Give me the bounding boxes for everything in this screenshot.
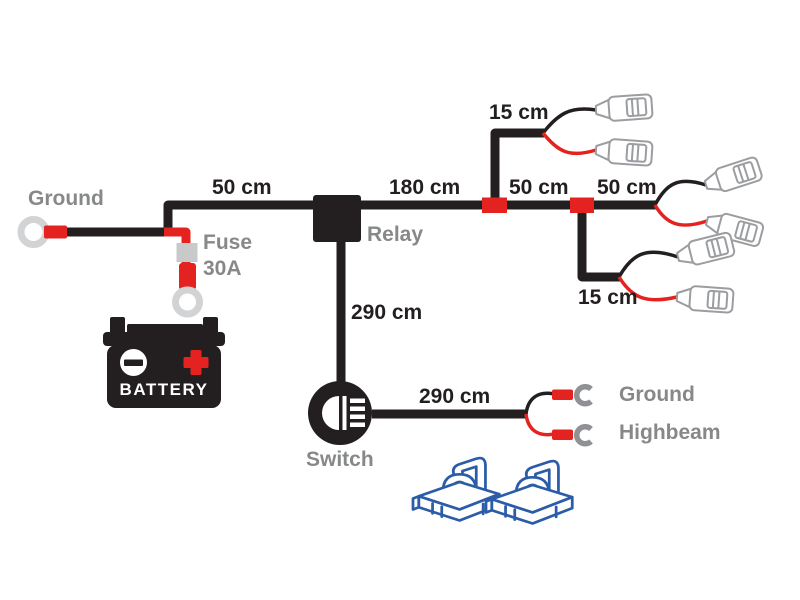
wire-length-label: 50 cm xyxy=(509,176,569,199)
ring-terminal-icon xyxy=(17,216,50,248)
fuse-rating-label: 30A xyxy=(203,257,242,280)
fork-terminal-icon xyxy=(552,424,593,447)
wire-length-label: 180 cm xyxy=(389,176,461,199)
quick-splice-connector-icon xyxy=(484,459,574,525)
fuse-icon xyxy=(176,243,198,262)
spade-connector-icon xyxy=(701,155,764,198)
fuse-label: Fuse xyxy=(203,231,253,254)
fork-terminal-icon xyxy=(552,384,593,407)
lead-wire-black xyxy=(524,391,555,415)
branch-wire-top xyxy=(490,128,544,209)
wire-length-label: 15 cm xyxy=(578,286,638,309)
wire-junction xyxy=(482,197,507,213)
spade-connector-icon xyxy=(594,137,654,167)
spade-connector-icon xyxy=(675,284,735,314)
crimp-sleeve xyxy=(44,225,67,239)
wire-length-label: 290 cm xyxy=(351,301,423,324)
ring-terminal-icon xyxy=(172,286,203,318)
lead-wire-red xyxy=(653,204,708,227)
branch-wire-bottom xyxy=(577,209,620,282)
lead-wire-black xyxy=(541,107,597,135)
headlight-icon xyxy=(322,396,365,430)
lead-wire-black xyxy=(653,179,707,206)
relay-label: Relay xyxy=(367,223,424,246)
lead-wire-red xyxy=(617,276,678,302)
wire-length-label: 290 cm xyxy=(419,385,491,408)
lead-wire-red xyxy=(524,413,555,437)
crimp-sleeve xyxy=(179,263,196,290)
wire-length-label: 15 cm xyxy=(489,101,549,124)
lead-wire-red xyxy=(541,131,597,156)
battery-icon xyxy=(103,317,225,408)
wire-length-label: 50 cm xyxy=(212,176,272,199)
highbeam-label: Highbeam xyxy=(619,421,721,444)
ground-right-label: Ground xyxy=(619,383,695,406)
relay-box xyxy=(313,195,361,242)
switch-label: Switch xyxy=(306,448,374,471)
battery-label: BATTERY xyxy=(119,380,209,399)
spade-connector-icon xyxy=(674,230,737,270)
battery-plus-icon xyxy=(183,350,209,375)
wire-junction xyxy=(570,197,594,213)
ground-wire xyxy=(58,200,313,237)
spade-connector-icon xyxy=(594,93,654,123)
switch-icon xyxy=(308,381,372,445)
wire-length-label: 50 cm xyxy=(597,176,657,199)
lead-wire-black xyxy=(617,250,679,278)
ground-left-label: Ground xyxy=(28,187,104,210)
